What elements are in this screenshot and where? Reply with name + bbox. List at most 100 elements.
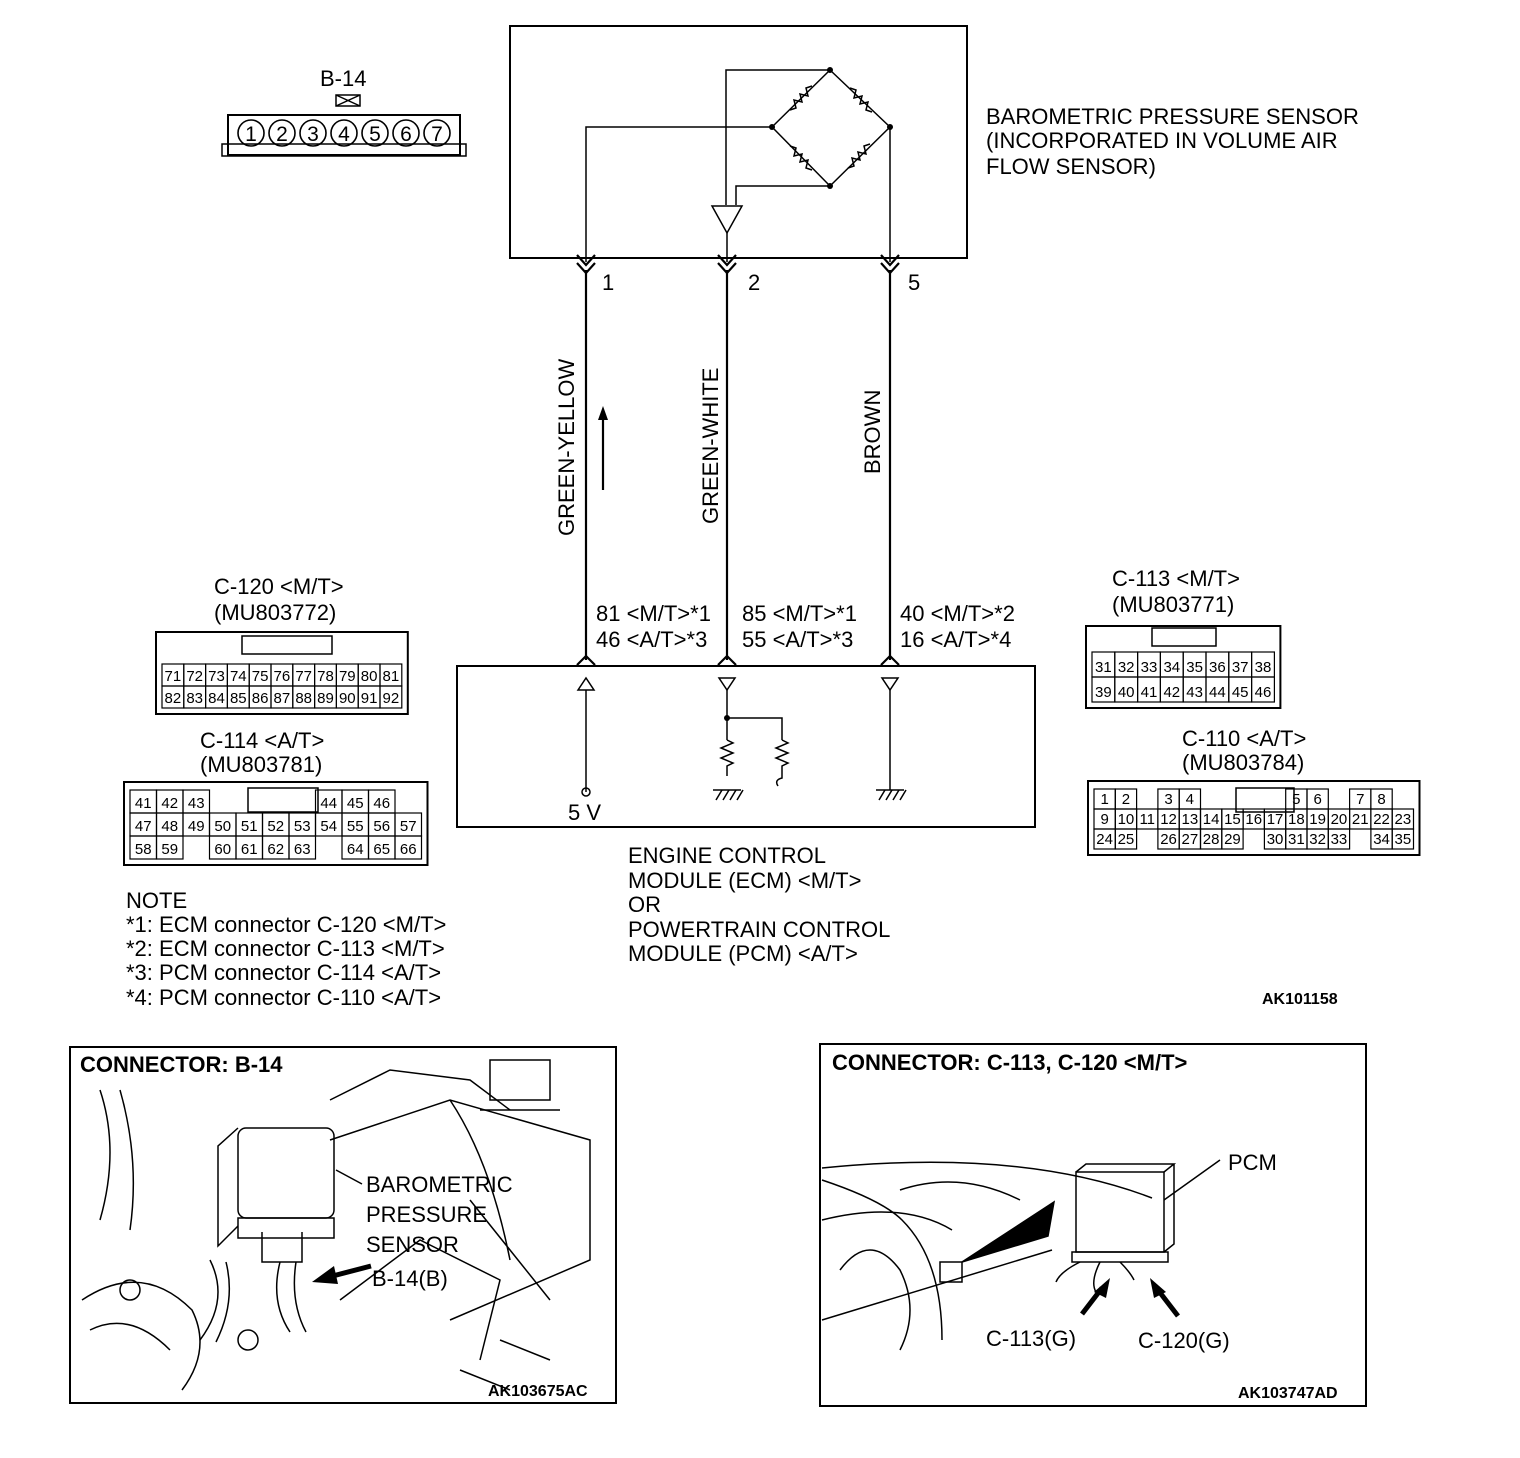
connector-cell: [379, 685, 403, 709]
connector-pin-number: 86: [252, 690, 269, 707]
connector-pin-number: 88: [295, 690, 312, 707]
ground-symbol: [876, 789, 907, 801]
ecm-pin-label-1b: 46 <A/T>*3: [596, 627, 707, 652]
connector-pin-number: 48: [161, 818, 178, 835]
photo-left-callout-3: SENSOR: [366, 1232, 459, 1257]
connector-pin-number: 16: [1245, 811, 1262, 828]
connector-pin-number: 2: [1122, 791, 1130, 808]
connector-pin-number: 49: [188, 818, 205, 835]
ground-symbol: [713, 789, 744, 801]
connector-pin-number: 35: [1395, 831, 1412, 848]
b14-pin-number: 7: [431, 123, 443, 146]
connector-pin-number: 72: [186, 668, 203, 685]
connector-cell: [1327, 828, 1351, 850]
c120-title: C-120 <M/T>: [214, 574, 344, 599]
b14-pin: [299, 119, 327, 147]
connector-pin-number: 9: [1100, 811, 1108, 828]
b14-label: B-14: [320, 66, 366, 91]
b14-pin: [237, 119, 265, 147]
connector-pin-number: 43: [1186, 684, 1203, 701]
b14-pin-number: 5: [369, 123, 381, 146]
b14-pin-number: 2: [276, 123, 288, 146]
connector-pin-number: 39: [1095, 684, 1112, 701]
connector-pin-number: 28: [1203, 831, 1220, 848]
connector-pin-number: 13: [1182, 811, 1199, 828]
connector-pin-number: 42: [1163, 684, 1180, 701]
connector-pin-number: 73: [208, 668, 225, 685]
connector-pin-number: 65: [373, 841, 390, 858]
connector-cell: [1221, 828, 1244, 850]
connector-pin-number: 23: [1395, 811, 1412, 828]
connector-pin-number: 40: [1118, 684, 1135, 701]
c110-part: (MU803784): [1182, 750, 1304, 775]
engine-bay-illustration: [81, 1059, 591, 1391]
connector-pin-number: 71: [165, 668, 182, 685]
connector-pin-number: 45: [1232, 684, 1249, 701]
connector-pin-number: 32: [1118, 659, 1135, 676]
connector-pin-number: 10: [1118, 811, 1135, 828]
connector-pin-number: 82: [165, 690, 182, 707]
b14-pin-number: 3: [307, 123, 319, 146]
connector-pin-number: 64: [347, 841, 364, 858]
connector-pin-number: 44: [1209, 684, 1226, 701]
ecm-box: [456, 654, 1036, 828]
connector-pin-number: 38: [1255, 659, 1272, 676]
photo-right-code: AK103747AD: [1238, 1385, 1338, 1402]
b14-pin: [330, 119, 358, 147]
c113-part: (MU803771): [1112, 592, 1234, 617]
note-item-2: *2: ECM connector C-113 <M/T>: [126, 936, 445, 961]
connector-pin-number: 89: [317, 690, 334, 707]
connector-pin-number: 32: [1309, 831, 1326, 848]
connector-pin-number: 26: [1160, 831, 1177, 848]
amplifier-symbol: [710, 205, 744, 235]
connector-pin-number: 77: [295, 668, 312, 685]
barometric-sensor-box: [509, 25, 968, 262]
connector-pin-number: 25: [1118, 831, 1135, 848]
b14-pin: [268, 119, 296, 147]
b14-pin-number: 4: [338, 123, 350, 146]
connector-cell: [394, 835, 423, 860]
b14-pin: [392, 119, 420, 147]
connector-pin-number: 14: [1203, 811, 1220, 828]
connector-pin-number: 7: [1356, 791, 1364, 808]
b14-pin: [361, 119, 389, 147]
connector-pin-number: 91: [361, 690, 378, 707]
connector-pin-number: 41: [1141, 684, 1158, 701]
note-heading: NOTE: [126, 888, 187, 913]
sensor-pin-1-label: 1: [602, 270, 614, 295]
wire-color-brown: BROWN: [860, 390, 885, 474]
connector-pin-number: 63: [294, 841, 311, 858]
photo-right-title: CONNECTOR: C-113, C-120 <M/T>: [832, 1050, 1187, 1075]
note-item-1: *1: ECM connector C-120 <M/T>: [126, 912, 446, 937]
connector-pin-number: 31: [1095, 659, 1112, 676]
connector-pin-number: 11: [1139, 811, 1155, 828]
connector-pin-number: 80: [361, 668, 378, 685]
connector-pin-number: 21: [1352, 811, 1369, 828]
connector-pin-number: 76: [274, 668, 291, 685]
connector-pin-number: 51: [241, 818, 258, 835]
connector-pin-number: 85: [230, 690, 247, 707]
connector-pin-number: 17: [1267, 811, 1284, 828]
sensor-pin-2-label: 2: [748, 270, 760, 295]
connector-pin-number: 78: [317, 668, 334, 685]
connector-pin-number: 83: [186, 690, 203, 707]
ecm-title-line-3: OR: [628, 892, 661, 917]
sensor-title-line-2: (INCORPORATED IN VOLUME AIR: [986, 128, 1338, 153]
ecm-pin-label-3b: 16 <A/T>*4: [900, 627, 1011, 652]
connector-pin-number: 6: [1313, 791, 1321, 808]
ecm-title-line-1: ENGINE CONTROL: [628, 843, 826, 868]
b14-pin: [423, 119, 451, 147]
wire-color-green-white: GREEN-WHITE: [698, 368, 723, 524]
connector-pin-number: 22: [1373, 811, 1390, 828]
photo-right-pointer-left: C-113(G): [986, 1326, 1076, 1351]
connector-pin-number: 61: [241, 841, 258, 858]
c110-title: C-110 <A/T>: [1182, 726, 1306, 751]
connector-pin-number: 81: [383, 668, 400, 685]
ecm-pin-label-2b: 55 <A/T>*3: [742, 627, 853, 652]
note-item-3: *3: PCM connector C-114 <A/T>: [126, 960, 441, 985]
connector-pin-number: 56: [373, 818, 390, 835]
wire-color-green-yellow: GREEN-YELLOW: [554, 359, 579, 536]
